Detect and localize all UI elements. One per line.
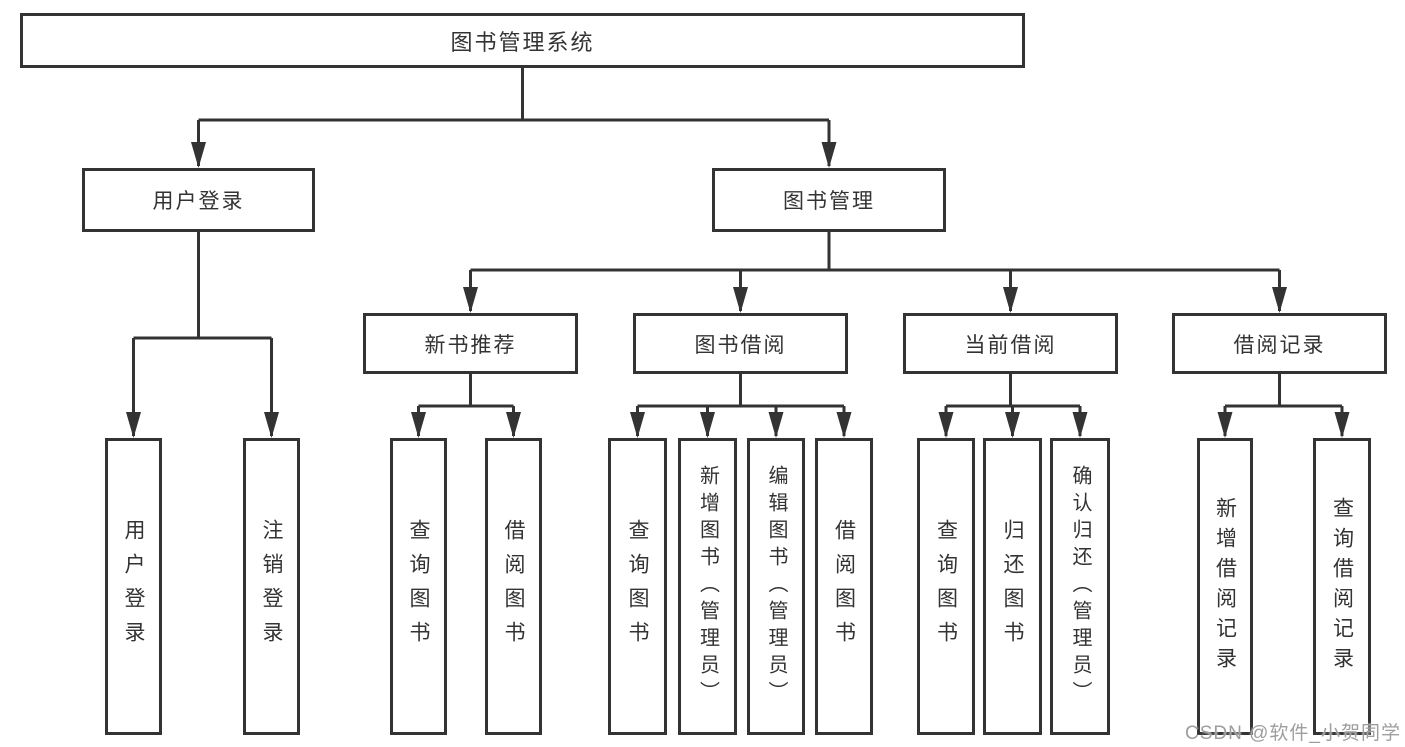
leaf-query-books-borrow-label: 查询图书 bbox=[626, 518, 649, 655]
leaf-query-borrow-record-label: 查询借阅记录 bbox=[1330, 496, 1354, 677]
node-user-login: 用户登录 bbox=[82, 168, 315, 232]
leaf-query-books-current: 查询图书 bbox=[917, 438, 975, 735]
leaf-return-books-label: 归还图书 bbox=[1001, 518, 1024, 655]
connector-path bbox=[132, 68, 1344, 436]
leaf-add-books-admin-label: 新增图书（管理员） bbox=[696, 465, 719, 708]
leaf-query-books-recommend-label: 查询图书 bbox=[407, 518, 430, 655]
node-book-management: 图书管理 bbox=[712, 168, 946, 232]
leaf-edit-books-admin: 编辑图书（管理员） bbox=[747, 438, 805, 735]
node-root: 图书管理系统 bbox=[20, 13, 1025, 68]
node-new-book-recommend-label: 新书推荐 bbox=[424, 333, 517, 357]
leaf-query-books-current-label: 查询图书 bbox=[934, 518, 958, 655]
node-root-label: 图书管理系统 bbox=[450, 29, 595, 55]
leaf-edit-books-admin-label: 编辑图书（管理员） bbox=[765, 465, 787, 708]
leaf-borrow-books-recommend-label: 借阅图书 bbox=[502, 518, 525, 655]
node-borrow-records: 借阅记录 bbox=[1172, 313, 1387, 374]
node-current-borrow: 当前借阅 bbox=[903, 313, 1118, 374]
leaf-query-books-borrow: 查询图书 bbox=[608, 438, 667, 735]
node-user-login-label: 用户登录 bbox=[152, 190, 245, 213]
node-book-borrow: 图书借阅 bbox=[633, 313, 848, 374]
leaf-borrow-books: 借阅图书 bbox=[815, 438, 873, 735]
leaf-user-login-label: 用户登录 bbox=[122, 518, 145, 655]
leaf-logout-label: 注销登录 bbox=[260, 518, 283, 655]
node-book-borrow-label: 图书借阅 bbox=[694, 333, 787, 357]
node-new-book-recommend: 新书推荐 bbox=[363, 313, 578, 374]
leaf-add-borrow-record: 新增借阅记录 bbox=[1197, 438, 1253, 735]
node-book-management-label: 图书管理 bbox=[783, 190, 875, 213]
leaf-confirm-return-admin-label: 确认归还（管理员） bbox=[1069, 465, 1091, 708]
node-borrow-records-label: 借阅记录 bbox=[1233, 333, 1326, 357]
leaf-add-borrow-record-label: 新增借阅记录 bbox=[1213, 496, 1237, 677]
leaf-borrow-books-label: 借阅图书 bbox=[832, 518, 856, 655]
leaf-add-books-admin: 新增图书（管理员） bbox=[678, 438, 737, 735]
leaf-logout: 注销登录 bbox=[243, 438, 300, 735]
node-current-borrow-label: 当前借阅 bbox=[964, 333, 1057, 357]
leaf-query-books-recommend: 查询图书 bbox=[390, 438, 447, 735]
csdn-watermark: CSDN @软件_小贺同学 bbox=[1185, 723, 1401, 744]
leaf-query-borrow-record: 查询借阅记录 bbox=[1313, 438, 1371, 735]
leaf-borrow-books-recommend: 借阅图书 bbox=[485, 438, 542, 735]
arrowheads bbox=[126, 142, 1350, 438]
leaf-user-login: 用户登录 bbox=[105, 438, 162, 735]
leaf-return-books: 归还图书 bbox=[983, 438, 1042, 735]
leaf-confirm-return-admin: 确认归还（管理员） bbox=[1050, 438, 1110, 735]
